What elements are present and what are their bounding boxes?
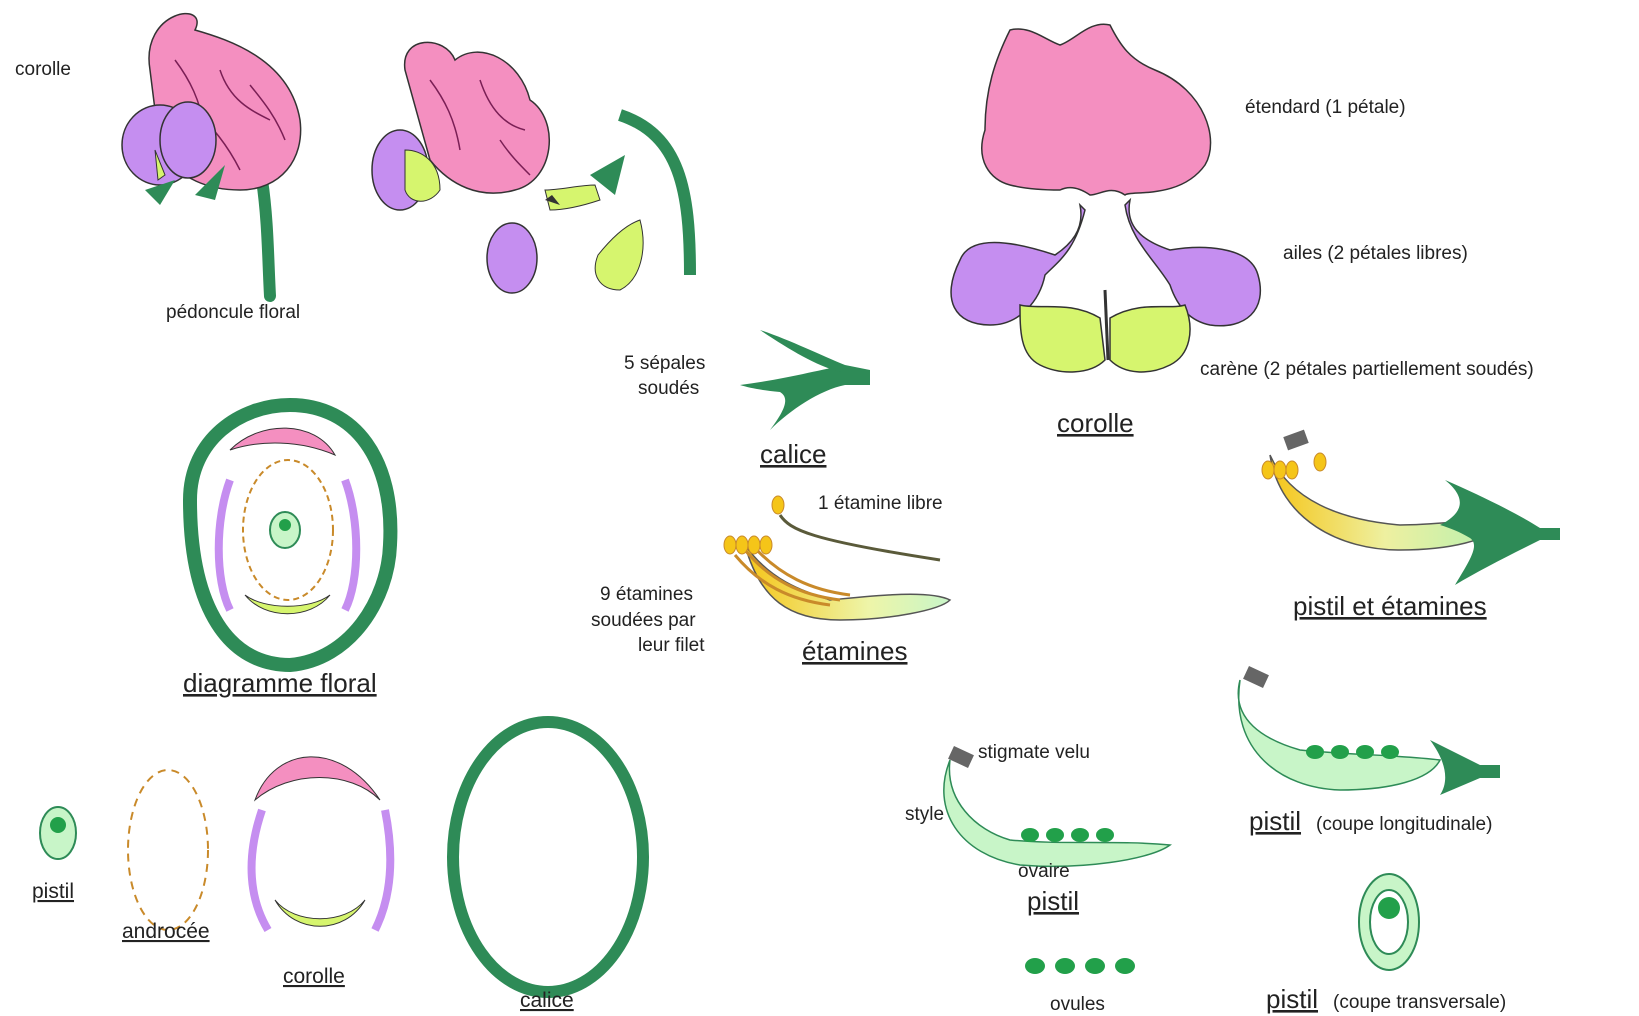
pistil-small-drawing (40, 807, 76, 859)
pistil-small-label: pistil (32, 880, 74, 903)
stigmate-label: stigmate velu (978, 742, 1090, 763)
etamines-soudees-label-1: 9 étamines (600, 584, 693, 605)
calice-title: calice (760, 439, 826, 469)
corolle-small-drawing (252, 757, 391, 930)
pistil-etamines-drawing (1262, 430, 1560, 585)
corolle-small-label: corolle (283, 965, 345, 988)
etendard-petal (982, 24, 1211, 195)
pistil-title: pistil (1027, 886, 1079, 916)
pistil-longitudinal-caption: (coupe longitudinale) (1316, 814, 1492, 835)
carene-droite (1110, 305, 1190, 372)
etamines-soudees-label-3: leur filet (638, 635, 705, 656)
calice-drawing (740, 330, 870, 430)
pistil-longitudinal-word: pistil (1249, 806, 1301, 836)
ailes-label: ailes (2 pétales libres) (1283, 243, 1468, 264)
diagramme-floral-drawing (190, 405, 390, 665)
style-label: style (905, 804, 944, 825)
carene-gauche (1020, 305, 1105, 372)
corolle-label: corolle (15, 59, 71, 80)
etamines-title: étamines (802, 636, 908, 666)
ovules-drawing (1025, 958, 1135, 974)
pistil-transversal-drawing (1359, 874, 1419, 970)
whole-flower (122, 14, 301, 296)
androcee-drawing (128, 770, 208, 930)
sepales-label-2: soudés (638, 378, 699, 399)
carene-label: carène (2 pétales partiellement soudés) (1200, 359, 1534, 380)
etamines-soudees-label-2: soudées par (591, 610, 696, 631)
pistil-drawing (944, 746, 1170, 866)
etamines-drawing (724, 496, 950, 620)
sepales-label-1: 5 sépales (624, 353, 705, 374)
pedoncule-label: pédoncule floral (166, 302, 300, 323)
diagramme-title: diagramme floral (183, 668, 377, 698)
pistil-etamines-title: pistil et étamines (1293, 591, 1487, 621)
pistil-transversal-caption: (coupe transversale) (1333, 992, 1506, 1013)
corolle-parts (951, 24, 1260, 372)
corolle-title: corolle (1057, 408, 1134, 438)
etendard-label: étendard (1 pétale) (1245, 97, 1406, 118)
pistil-transversal-word: pistil (1266, 984, 1318, 1014)
etamine-libre-label: 1 étamine libre (818, 493, 943, 514)
calice-small-label: calice (520, 989, 574, 1012)
exploded-flower (372, 42, 690, 293)
pistil-longitudinal-drawing (1238, 666, 1500, 795)
androcee-label: androcée (122, 920, 210, 943)
calice-small-drawing (453, 722, 643, 992)
ovules-label: ovules (1050, 994, 1105, 1015)
ovaire-label: ovaire (1018, 861, 1070, 882)
